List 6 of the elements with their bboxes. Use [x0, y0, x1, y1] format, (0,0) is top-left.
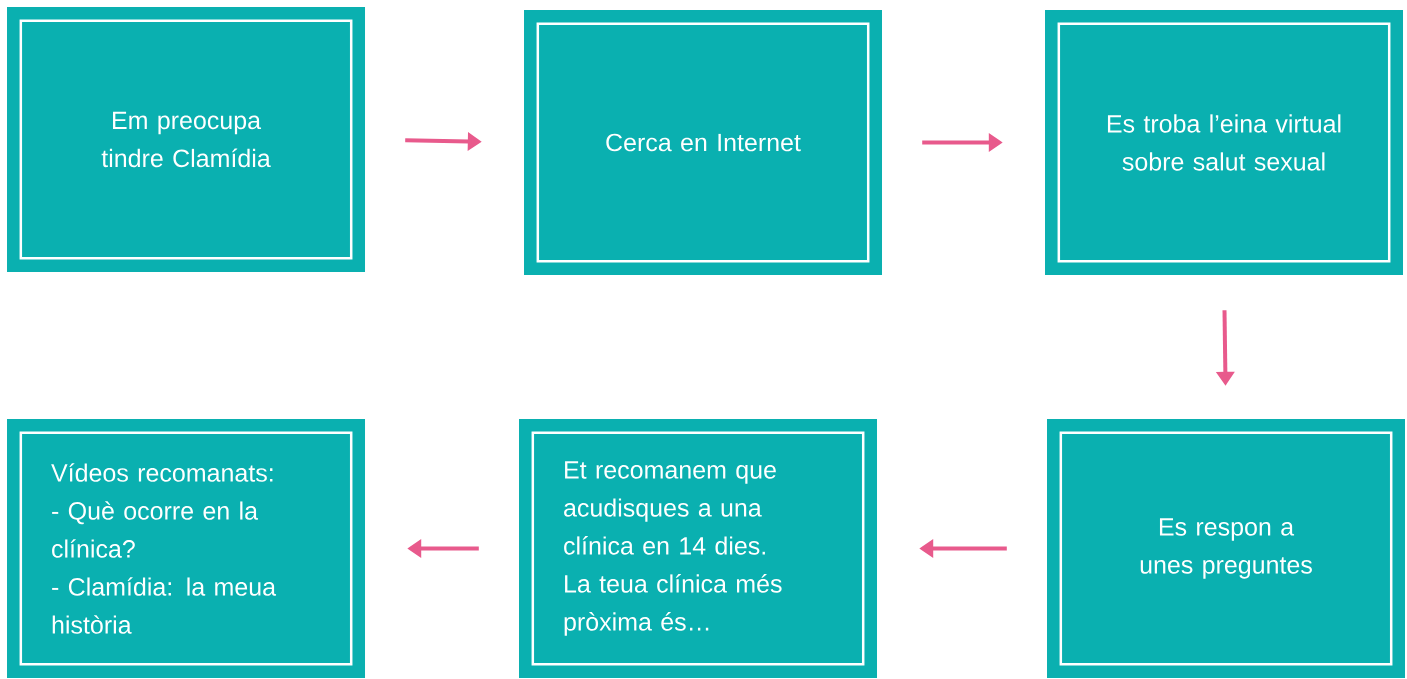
- process-box: Cerca en Internet: [524, 10, 882, 275]
- process-box: Es troba l’eina virtual sobre salut sexual: [1045, 10, 1403, 275]
- process-box: Em preocupa tindre Clamídia: [7, 7, 365, 272]
- process-box: Et recomanem que acudisques a una clínica en 14 dies. La teua clínica més pròxima és…: [519, 419, 877, 678]
- process-box: Vídeos recomanats: - Què ocorre en la clínica? - Clamídia: la meua història: [7, 419, 365, 678]
- process-box: Es respon a unes preguntes: [1047, 419, 1405, 678]
